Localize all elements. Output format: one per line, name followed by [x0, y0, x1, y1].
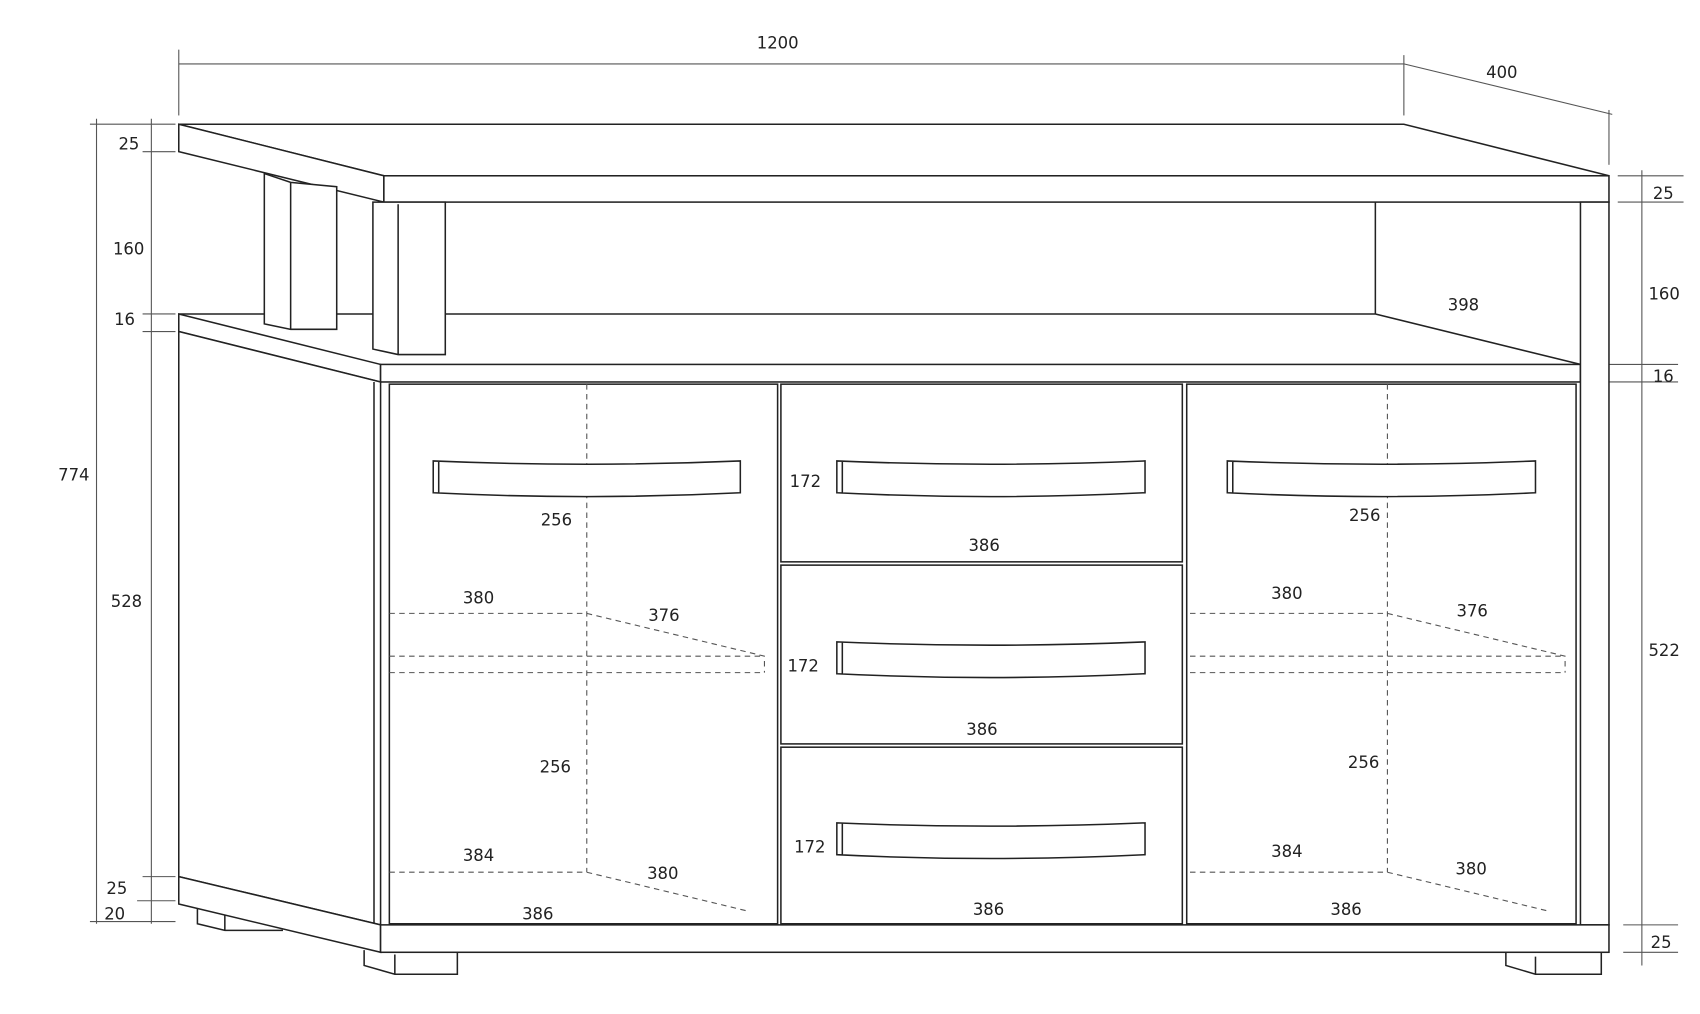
dim-right-bottom-depth: 380	[1455, 859, 1486, 878]
dim-right-shelf-width: 380	[1271, 584, 1302, 603]
dim-left-upper-niche: 160	[113, 240, 144, 259]
dim-right-plinth: 25	[1651, 933, 1672, 952]
dim-drawer-1-height: 172	[790, 472, 821, 491]
dimension-lines	[89, 49, 1684, 966]
right-side-panel	[1579, 201, 1610, 926]
dim-left-bottom-width: 384	[463, 846, 494, 865]
dim-right-lower-height: 256	[1348, 753, 1379, 772]
dim-right-handle: 256	[1349, 506, 1380, 525]
dim-left-top-board: 25	[118, 134, 139, 153]
dim-right-top-board: 25	[1653, 184, 1674, 203]
dim-niche-depth: 398	[1448, 296, 1479, 315]
dim-drawer-2-height: 172	[787, 657, 818, 676]
left-side-panel	[178, 330, 382, 926]
dim-left-shelf-board: 16	[114, 310, 135, 329]
dim-right-shelf-board: 16	[1653, 367, 1674, 386]
dimension-labels: 1200 400 774 25 160 16 528 25 20 25 160 …	[58, 34, 1680, 952]
support-posts	[263, 172, 447, 356]
dim-right-shelf-depth: 376	[1457, 602, 1488, 621]
dim-overall-width: 1200	[757, 34, 799, 53]
dim-drawer-1-width: 386	[968, 536, 999, 555]
dim-drawer-2-width: 386	[966, 720, 997, 739]
dim-overall-height: 774	[58, 466, 89, 485]
dim-right-cabinet: 522	[1648, 641, 1679, 660]
dim-drawer-3-height: 172	[794, 837, 825, 856]
dim-left-bottom-depth: 380	[647, 864, 678, 883]
right-door-handle[interactable]	[1226, 460, 1537, 498]
drawer-3-handle[interactable]	[836, 822, 1146, 860]
left-door-handle[interactable]	[432, 460, 742, 498]
dim-left-lower-height: 256	[540, 757, 571, 776]
dim-left-feet: 20	[104, 904, 125, 923]
plinth	[178, 875, 1610, 954]
dim-left-plinth: 25	[106, 879, 127, 898]
dim-right-upper-niche: 160	[1648, 285, 1679, 304]
dim-left-cabinet: 528	[111, 592, 142, 611]
dim-left-shelf-width: 380	[463, 589, 494, 608]
feet	[196, 908, 1603, 975]
dim-drawer-3-width: 386	[973, 900, 1004, 919]
dim-left-shelf-depth: 376	[648, 606, 679, 625]
dim-overall-depth: 400	[1486, 63, 1517, 82]
drawer-1-handle[interactable]	[836, 460, 1146, 498]
top-board	[178, 123, 1610, 204]
dim-right-bottom-width: 384	[1271, 842, 1302, 861]
dim-right-door-width: 386	[1330, 900, 1361, 919]
dim-left-handle: 256	[541, 511, 572, 530]
dim-left-door-width: 386	[522, 904, 553, 923]
drawer-2-handle[interactable]	[836, 641, 1146, 679]
